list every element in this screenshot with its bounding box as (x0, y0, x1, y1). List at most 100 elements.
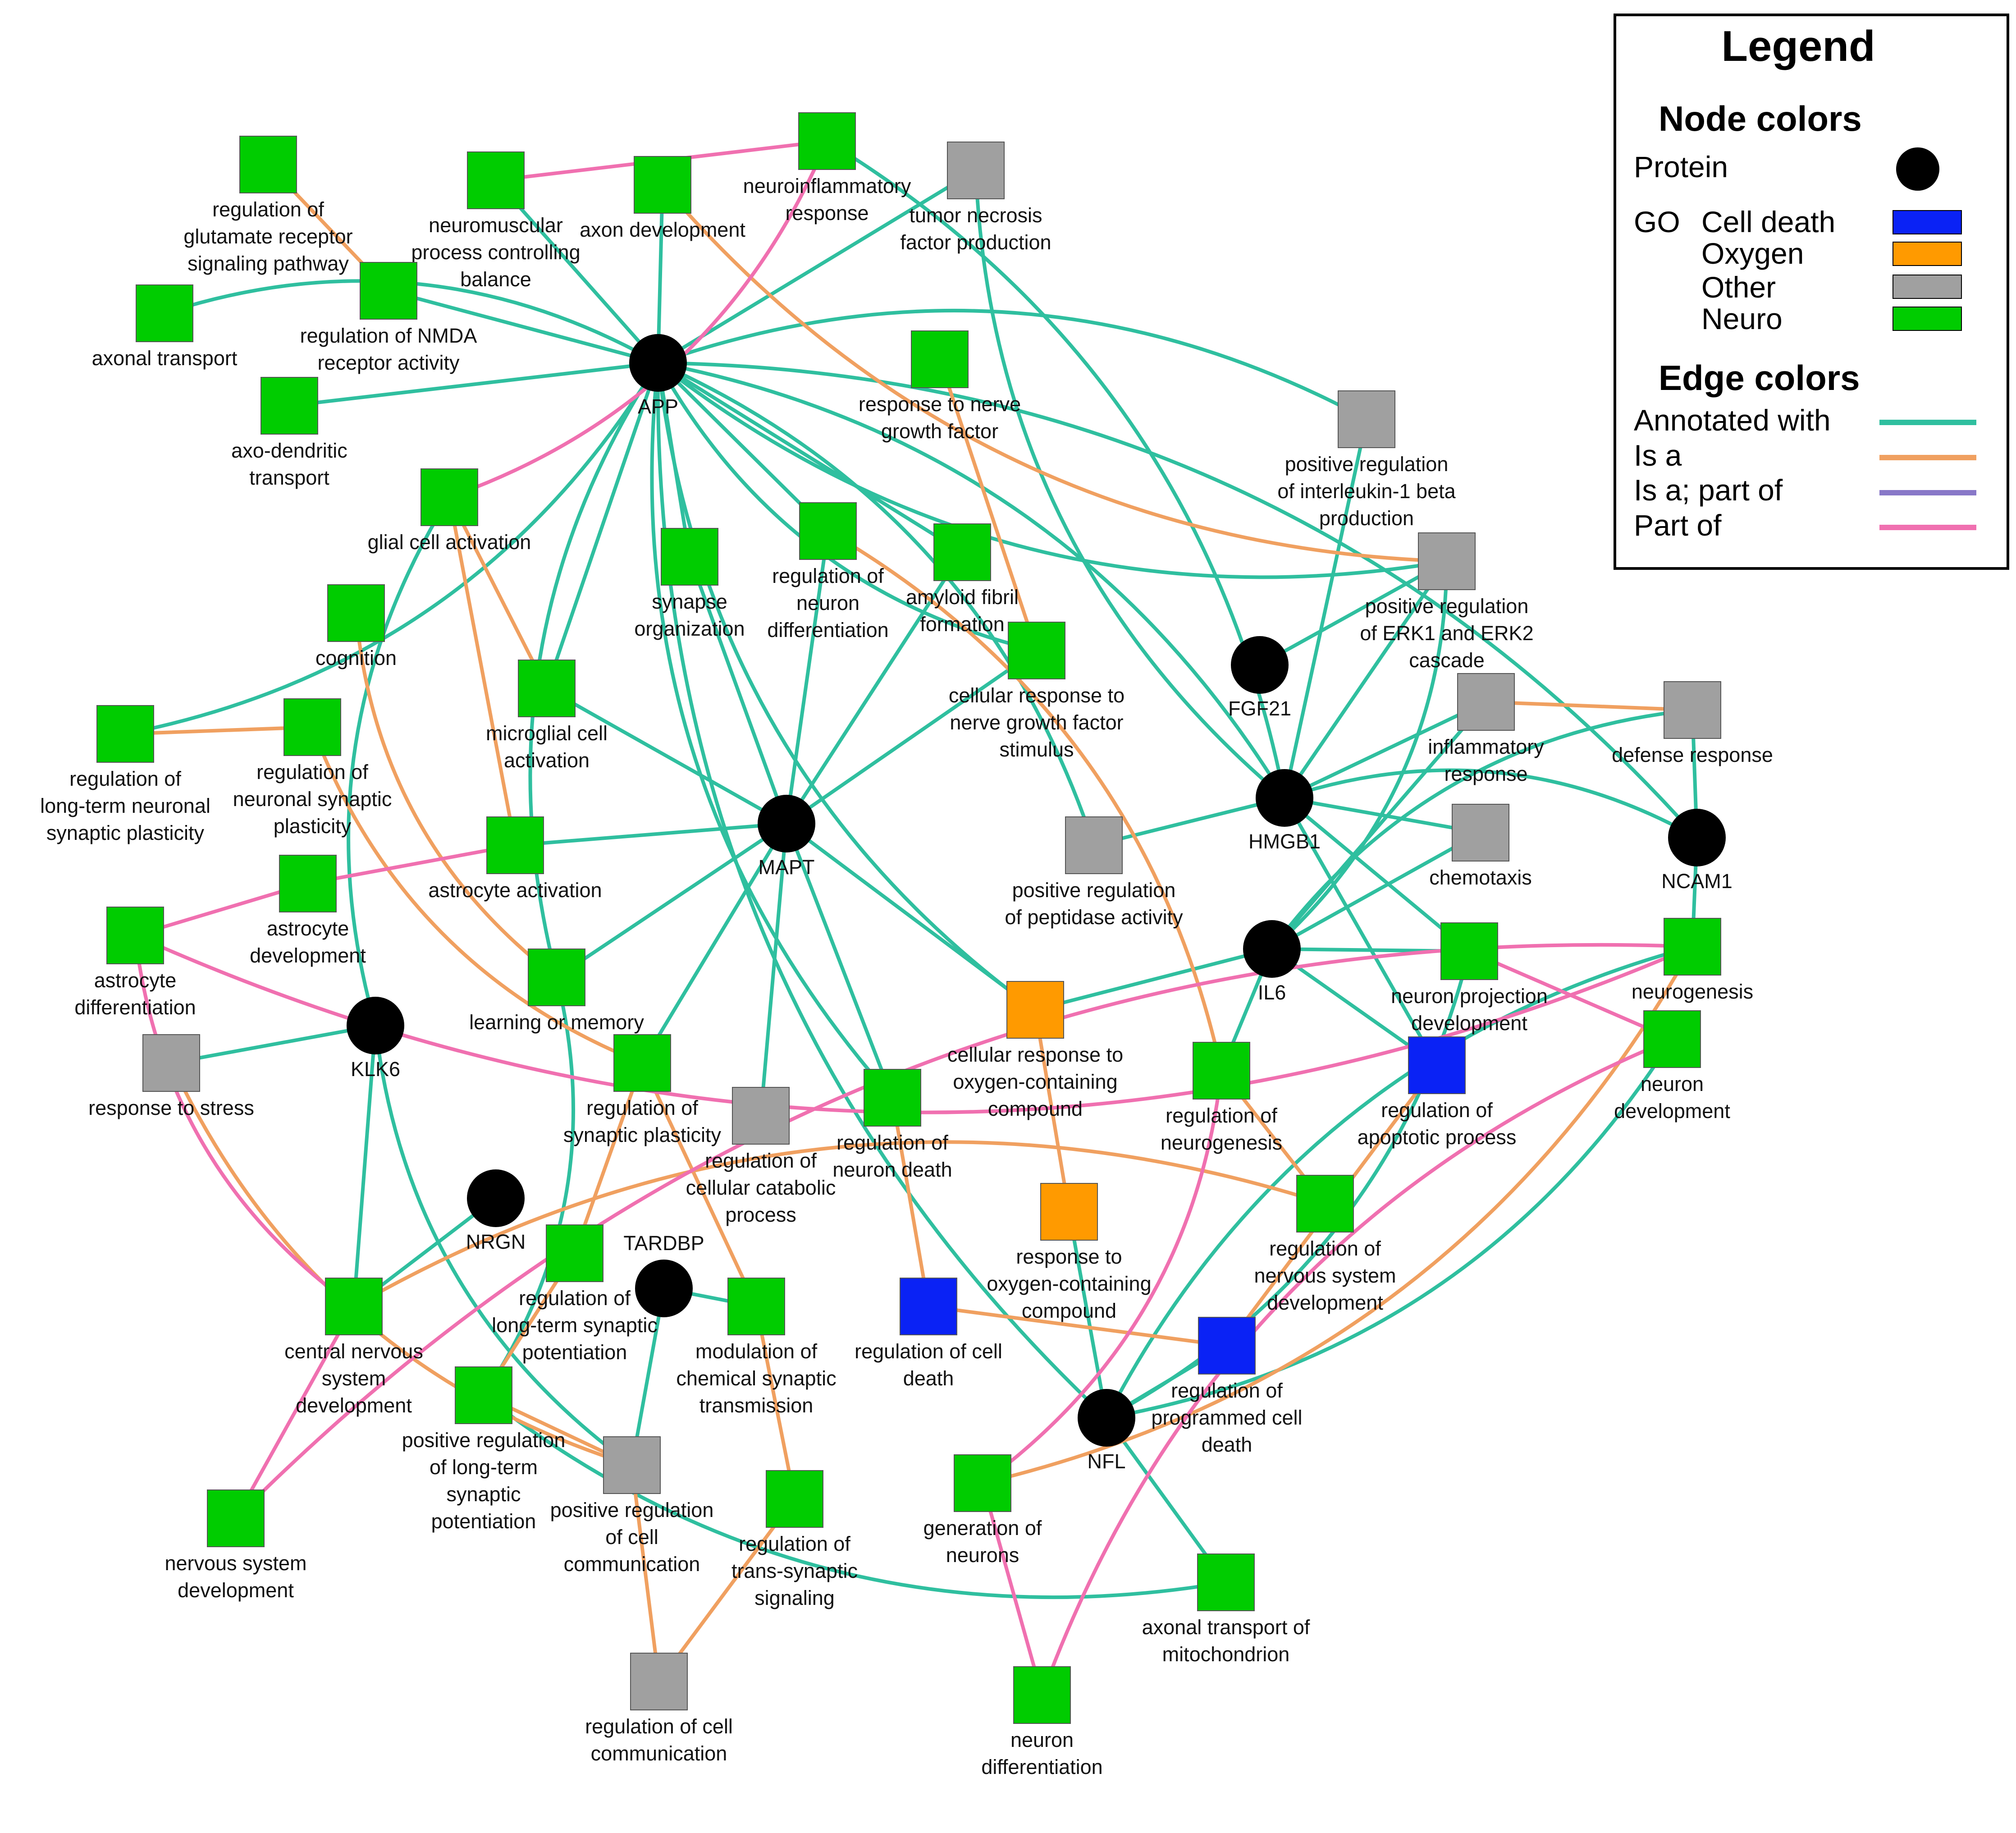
legend-protein-swatch (1896, 147, 1939, 191)
edge-APP-axdev-annotated (656, 183, 664, 365)
go-term-node-chemotaxis (1452, 804, 1509, 862)
go-term-node-genneur (954, 1454, 1011, 1512)
go-term-node-npd (1440, 922, 1498, 980)
edge-IL6-defense-annotated (1270, 708, 1694, 951)
node-neurogenesis: neurogenesis (1632, 918, 1753, 1003)
edge-MAPT-rsp-annotated (640, 822, 788, 1065)
legend-node-colors-title: Node colors (1659, 99, 1862, 138)
go-term-node-rngf (911, 330, 969, 388)
edge-astroact-astrodev-part-of (306, 843, 517, 885)
edge-axdev-erk-is-a (661, 183, 1449, 563)
edge-genneur-ndiff-part-of (981, 1481, 1044, 1697)
go-term-node-rsp (613, 1034, 671, 1092)
edge-APP-amyloid-annotated (656, 361, 964, 554)
go-term-node-prltp (455, 1366, 512, 1424)
edge-rcd-rpcd-is-a (927, 1305, 1229, 1347)
protein-node-app (629, 334, 687, 392)
node-label-stress: response to stress (88, 1096, 254, 1119)
edges-layer (123, 139, 1699, 1697)
edge-APP-il1-annotated (656, 308, 1368, 421)
go-term-node-astrodev (279, 855, 337, 912)
node-label-nfl: NFL (1087, 1450, 1125, 1473)
legend-oxygen-label: Oxygen (1701, 237, 1804, 270)
go-term-node-rcd (900, 1278, 957, 1335)
go-term-node-rcc (630, 1653, 688, 1710)
node-app: APP (629, 334, 687, 418)
edge-KLK6-prcc-annotated (374, 1024, 634, 1467)
node-astroact: astrocyte activation (428, 816, 602, 902)
edge-HMGB1-inflam-annotated (1283, 700, 1488, 800)
go-term-node-rneurog (1193, 1042, 1250, 1100)
edge-cognition-learning-is-a (354, 611, 558, 979)
legend-is-a-label: Is a (1634, 439, 1682, 472)
node-mapt: MAPT (758, 795, 815, 879)
go-term-node-astrodiff (106, 907, 164, 964)
edge-glial-microglia-is-a (448, 495, 549, 690)
node-label-axdev: axon development (580, 218, 745, 241)
node-label-axtrans: axonal transport (92, 347, 238, 370)
go-term-node-peptidase (1065, 816, 1123, 874)
edge-cnsd-rnsd-is-a (352, 1140, 1327, 1308)
legend-protein-label: Protein (1634, 150, 1728, 183)
edge-MAPT-astroact-annotated (513, 822, 788, 847)
node-label-nrgn: NRGN (466, 1230, 526, 1253)
node-label-hmgb1: HMGB1 (1248, 830, 1321, 853)
edge-NFL-ndev-annotated (1105, 1037, 1674, 1420)
go-term-node-tnf (947, 142, 1005, 199)
legend-neuro-swatch (1893, 307, 1962, 331)
protein-node-mapt (758, 795, 815, 852)
node-nfl: NFL (1078, 1389, 1135, 1473)
edge-HMGB1-apoptotic-annotated (1283, 796, 1439, 1067)
legend: Legend Node colors Protein GO Cell death… (1614, 14, 2009, 570)
edge-cellox-rox-is-a (1033, 1008, 1071, 1214)
go-term-node-rtss (766, 1470, 823, 1528)
go-term-node-nmb (467, 151, 525, 209)
edge-APP-axden-annotated (288, 361, 660, 408)
legend-cell-death-label: Cell death (1701, 205, 1835, 238)
edge-IL6-cellox-annotated (1033, 947, 1274, 1012)
edge-nsdev-cnsd-part-of (234, 1305, 356, 1520)
protein-node-hmgb1 (1256, 769, 1313, 827)
edge-APP-microglia-annotated (545, 361, 660, 690)
node-fgf21: FGF21 (1228, 636, 1291, 720)
go-term-node-nsdev (207, 1489, 265, 1547)
node-label-chemotaxis: chemotaxis (1429, 866, 1532, 889)
edge-rsp-rltp-is-a (573, 1061, 644, 1255)
